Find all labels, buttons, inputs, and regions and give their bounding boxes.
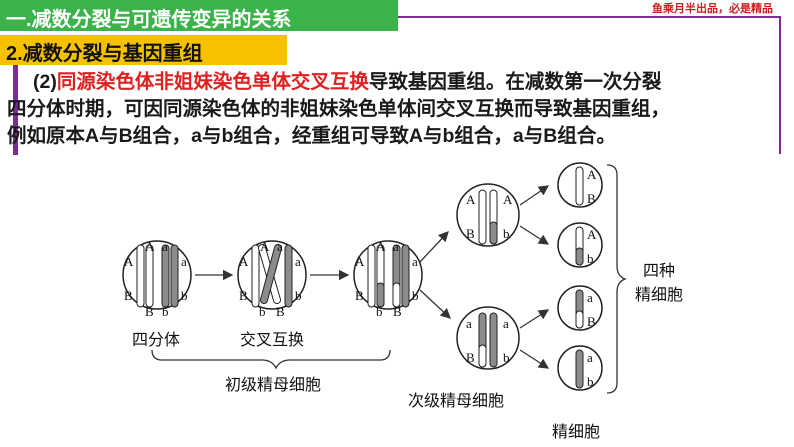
allele-label: A: [124, 254, 134, 269]
allele-label: b: [181, 288, 188, 303]
arrow: [519, 225, 550, 245]
header-rule: [398, 16, 781, 18]
spermatid-brace: [606, 164, 627, 394]
secondary-label: 次级精母细胞: [408, 391, 504, 410]
header-bar: 一.减数分裂与可遗传变异的关系: [0, 0, 398, 31]
allele-label: a: [277, 239, 283, 254]
left-accent-bar: [13, 65, 18, 155]
allele-label: a: [162, 239, 168, 254]
allele-label: b: [412, 288, 419, 303]
allele-label: B: [393, 304, 402, 319]
meiosis-diagram: A A a a B B b b 四分体 A A a a B b B b 交叉互换: [122, 162, 683, 441]
paragraph-line-2: 四分体时期，可因同源染色体的非姐妹染色单体间交叉互换而导致基因重组，: [7, 98, 671, 120]
allele-label: a: [503, 316, 509, 331]
allele-label: A: [587, 167, 597, 182]
paragraph-highlight: 同源染色体非姐妹染色单体交叉互换: [56, 71, 369, 93]
secondary-cell-bottom: a a B b: [456, 306, 520, 370]
sperm-cells-label: 精细胞: [635, 285, 683, 304]
primary-label: 初级精母细胞: [225, 375, 321, 394]
crossover-cell: A A a a B b B b: [237, 239, 307, 319]
arrow: [419, 289, 451, 319]
section-bar: 2.减数分裂与基因重组: [0, 35, 287, 65]
allele-label: A: [239, 254, 249, 269]
allele-label: B: [145, 304, 154, 319]
allele-label: B: [124, 288, 133, 303]
allele-label: b: [376, 304, 383, 319]
spermatid-4: a b: [557, 345, 603, 391]
four-kinds-label: 四种: [643, 261, 675, 280]
arrow: [519, 349, 550, 369]
allele-label: A: [466, 192, 476, 207]
allele-label: A: [376, 239, 386, 254]
allele-label: B: [466, 350, 475, 365]
allele-label: A: [145, 239, 155, 254]
paragraph-line-1: (2)同源染色体非姐妹染色单体交叉互换导致基因重组。在减数第一次分裂: [7, 69, 779, 96]
allele-label: B: [466, 226, 475, 241]
secondary-cell-top: A A B b: [456, 183, 520, 247]
spermatid-2: A b: [557, 222, 603, 268]
spermatid-1: A B: [557, 162, 603, 208]
allele-label: b: [503, 350, 510, 365]
paragraph-line-3: 例如原本A与B组合，a与b组合，经重组可导致A与b组合，a与B组合。: [7, 125, 616, 147]
allele-label: b: [503, 226, 510, 241]
allele-label: B: [587, 314, 596, 329]
allele-label: b: [587, 251, 594, 266]
allele-label: a: [181, 254, 187, 269]
allele-label: B: [239, 288, 248, 303]
allele-label: B: [355, 288, 364, 303]
header-title: 一.减数分裂与可遗传变异的关系: [6, 9, 292, 31]
crossover-label: 交叉互换: [240, 330, 304, 349]
paragraph-line-1-rest: 导致基因重组。在减数第一次分裂: [368, 71, 662, 93]
allele-label: a: [587, 290, 593, 305]
arrow: [519, 185, 550, 206]
allele-label: A: [355, 254, 365, 269]
allele-label: B: [587, 191, 596, 206]
brand-text: 鱼乘月半出品，必是精品: [652, 2, 773, 15]
allele-label: b: [587, 374, 594, 389]
allele-label: A: [260, 239, 270, 254]
allele-label: b: [162, 304, 169, 319]
primary-brace: [151, 349, 391, 370]
allele-label: A: [587, 227, 597, 242]
tetrad-cell: A A a a B B b b: [122, 239, 192, 319]
right-rule: [779, 18, 781, 154]
allele-label: b: [259, 304, 266, 319]
arrow: [519, 309, 550, 329]
section-title: 2.减数分裂与基因重组: [6, 43, 203, 65]
arrow: [419, 231, 449, 263]
allele-label: b: [295, 288, 302, 303]
spermatids-label: 精细胞: [552, 422, 600, 441]
allele-label: a: [295, 254, 301, 269]
tetrad-label: 四分体: [132, 330, 180, 349]
paragraph-prefix: (2): [33, 71, 57, 93]
body-paragraph: (2)同源染色体非姐妹染色单体交叉互换导致基因重组。在减数第一次分裂 四分体时期…: [7, 69, 779, 150]
allele-label: a: [412, 254, 418, 269]
recombined-cell: A A a a B b B b: [353, 239, 423, 319]
allele-label: a: [587, 350, 593, 365]
allele-label: B: [276, 304, 285, 319]
spermatid-3: a B: [557, 285, 603, 331]
allele-label: a: [466, 316, 472, 331]
allele-label: A: [503, 192, 513, 207]
allele-label: a: [393, 239, 399, 254]
